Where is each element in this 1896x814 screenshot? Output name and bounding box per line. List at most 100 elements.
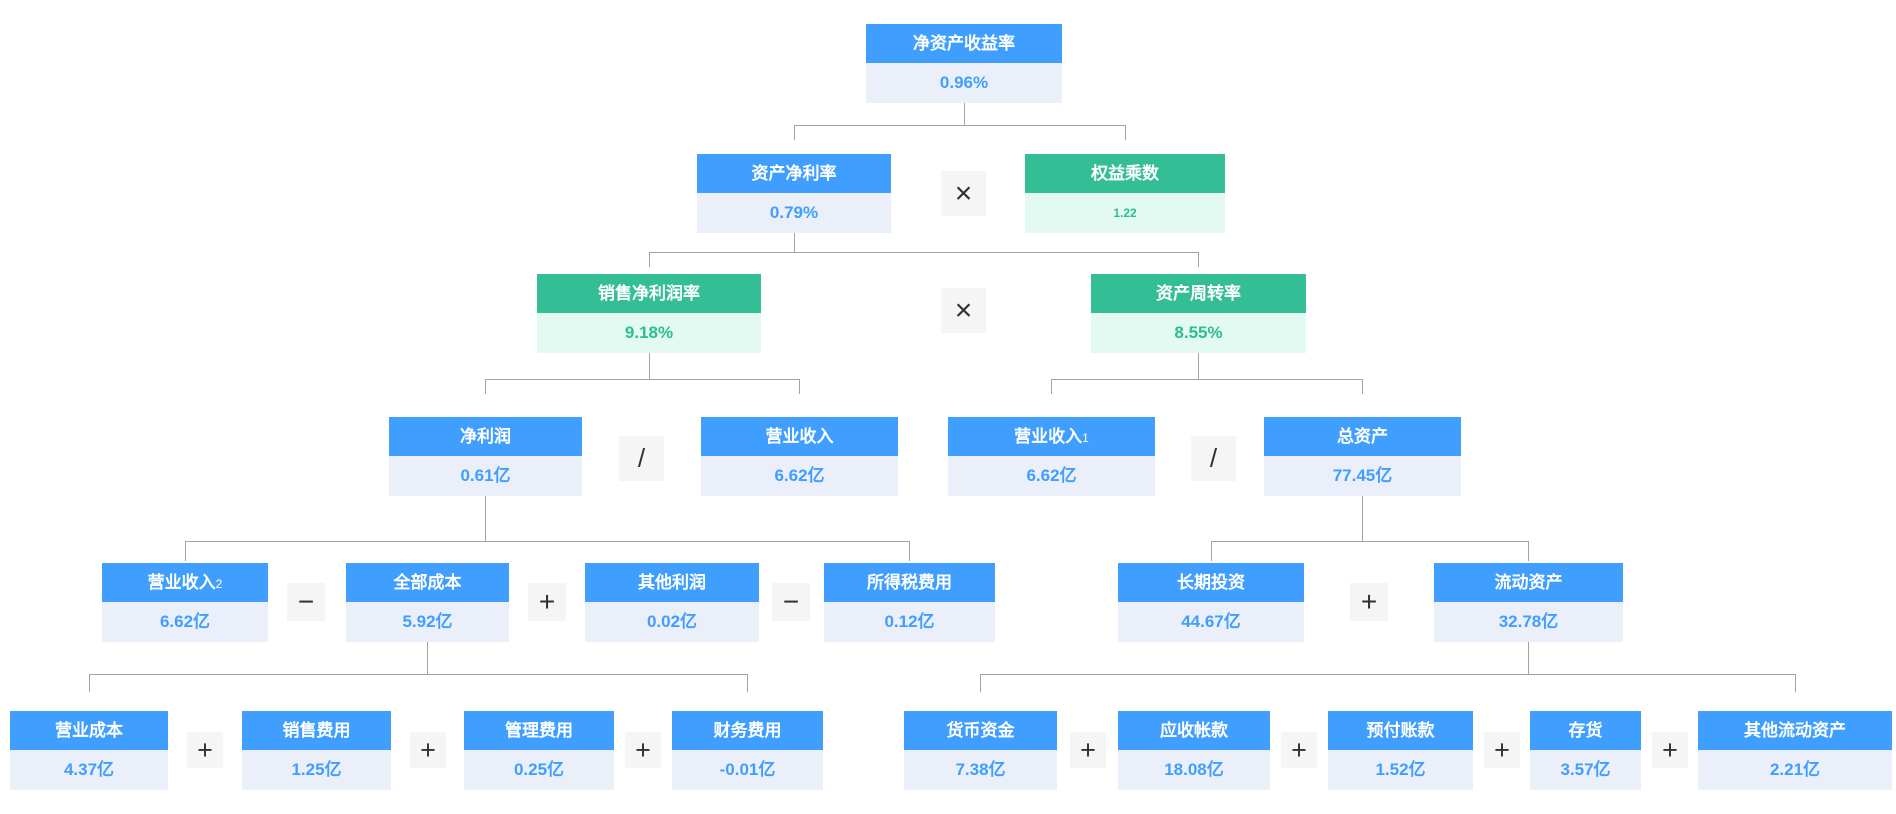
node-total-cost[interactable]: 全部成本 5.92亿 (346, 563, 509, 642)
node-label: 存货 (1530, 711, 1641, 750)
plus-operator: + (1652, 732, 1688, 768)
node-value: 0.61亿 (389, 456, 582, 496)
node-label: 营业成本 (10, 711, 168, 750)
node-value: 0.25亿 (464, 750, 614, 790)
divide-operator: / (619, 436, 664, 481)
node-label: 总资产 (1264, 417, 1461, 456)
minus-operator: − (287, 583, 325, 621)
tree-connector (794, 233, 795, 252)
node-value: 3.57亿 (1530, 750, 1641, 790)
node-current-assets[interactable]: 流动资产 32.78亿 (1434, 563, 1623, 642)
node-cash[interactable]: 货币资金 7.38亿 (904, 711, 1057, 790)
tree-connector (1211, 541, 1528, 542)
node-value: 6.62亿 (102, 602, 268, 642)
node-other-profit[interactable]: 其他利润 0.02亿 (585, 563, 759, 642)
node-long-term-investment[interactable]: 长期投资 44.67亿 (1118, 563, 1304, 642)
node-label: 全部成本 (346, 563, 509, 602)
node-label: 净利润 (389, 417, 582, 456)
node-label: 预付账款 (1328, 711, 1473, 750)
node-label-subscript: 2 (215, 577, 223, 591)
tree-connector (185, 541, 186, 561)
divide-operator: / (1191, 436, 1236, 481)
node-receivables[interactable]: 应收帐款 18.08亿 (1118, 711, 1270, 790)
node-label: 所得税费用 (824, 563, 995, 602)
node-revenue-2[interactable]: 营业收入2 6.62亿 (102, 563, 268, 642)
tree-connector (1528, 541, 1529, 561)
tree-connector (1125, 125, 1126, 140)
plus-operator: + (528, 583, 566, 621)
node-label: 管理费用 (464, 711, 614, 750)
node-value: 44.67亿 (1118, 602, 1304, 642)
tree-connector (909, 541, 910, 561)
node-roa[interactable]: 资产净利率 0.79% (697, 154, 891, 233)
node-value: 18.08亿 (1118, 750, 1270, 790)
node-label: 其他流动资产 (1698, 711, 1892, 750)
multiply-operator: × (941, 171, 986, 216)
node-label: 资产周转率 (1091, 274, 1306, 313)
node-label: 营业收入2 (102, 563, 268, 602)
tree-connector (89, 674, 90, 692)
tree-connector (1362, 379, 1363, 394)
plus-operator: + (625, 732, 661, 768)
node-value: 77.45亿 (1264, 456, 1461, 496)
node-value: 1.52亿 (1328, 750, 1473, 790)
plus-operator: + (1070, 732, 1106, 768)
node-roe[interactable]: 净资产收益率 0.96% (866, 24, 1062, 103)
node-label: 营业收入1 (948, 417, 1155, 456)
node-inventory[interactable]: 存货 3.57亿 (1530, 711, 1641, 790)
node-prepayments[interactable]: 预付账款 1.52亿 (1328, 711, 1473, 790)
node-label: 权益乘数 (1025, 154, 1225, 193)
node-label: 营业收入 (701, 417, 898, 456)
node-asset-turnover[interactable]: 资产周转率 8.55% (1091, 274, 1306, 353)
tree-connector (485, 379, 486, 394)
node-label: 其他利润 (585, 563, 759, 602)
tree-connector (964, 103, 965, 125)
node-label: 资产净利率 (697, 154, 891, 193)
node-value: 5.92亿 (346, 602, 509, 642)
node-income-tax[interactable]: 所得税费用 0.12亿 (824, 563, 995, 642)
tree-connector (649, 252, 1198, 253)
tree-connector (980, 674, 1795, 675)
node-label: 财务费用 (672, 711, 823, 750)
tree-connector (427, 642, 428, 674)
node-total-assets[interactable]: 总资产 77.45亿 (1264, 417, 1461, 496)
node-value: 4.37亿 (10, 750, 168, 790)
node-revenue-1[interactable]: 营业收入1 6.62亿 (948, 417, 1155, 496)
node-value: 6.62亿 (701, 456, 898, 496)
tree-connector (980, 674, 981, 692)
tree-connector (1211, 541, 1212, 561)
node-admin-expense[interactable]: 管理费用 0.25亿 (464, 711, 614, 790)
plus-operator: + (1281, 732, 1317, 768)
node-other-current-assets[interactable]: 其他流动资产 2.21亿 (1698, 711, 1892, 790)
tree-connector (89, 674, 747, 675)
plus-operator: + (1484, 732, 1520, 768)
tree-connector (799, 379, 800, 394)
node-value: 8.55% (1091, 313, 1306, 353)
node-finance-expense[interactable]: 财务费用 -0.01亿 (672, 711, 823, 790)
tree-connector (794, 125, 795, 140)
tree-connector (649, 252, 650, 267)
node-label: 应收帐款 (1118, 711, 1270, 750)
tree-connector (747, 674, 748, 692)
node-equity-multiplier[interactable]: 权益乘数 1.22 (1025, 154, 1225, 233)
node-value: 0.02亿 (585, 602, 759, 642)
node-value: 9.18% (537, 313, 761, 353)
node-operating-cost[interactable]: 营业成本 4.37亿 (10, 711, 168, 790)
node-selling-expense[interactable]: 销售费用 1.25亿 (242, 711, 391, 790)
plus-operator: + (410, 732, 446, 768)
tree-connector (794, 125, 1125, 126)
node-value: 1.22 (1025, 193, 1225, 233)
node-net-profit-margin[interactable]: 销售净利润率 9.18% (537, 274, 761, 353)
node-value: 1.25亿 (242, 750, 391, 790)
node-value: 7.38亿 (904, 750, 1057, 790)
minus-operator: − (772, 583, 810, 621)
tree-connector (1198, 353, 1199, 379)
node-label: 净资产收益率 (866, 24, 1062, 63)
tree-connector (1198, 252, 1199, 267)
node-net-profit[interactable]: 净利润 0.61亿 (389, 417, 582, 496)
node-revenue[interactable]: 营业收入 6.62亿 (701, 417, 898, 496)
node-value: 2.21亿 (1698, 750, 1892, 790)
node-label: 流动资产 (1434, 563, 1623, 602)
plus-operator: + (187, 732, 223, 768)
